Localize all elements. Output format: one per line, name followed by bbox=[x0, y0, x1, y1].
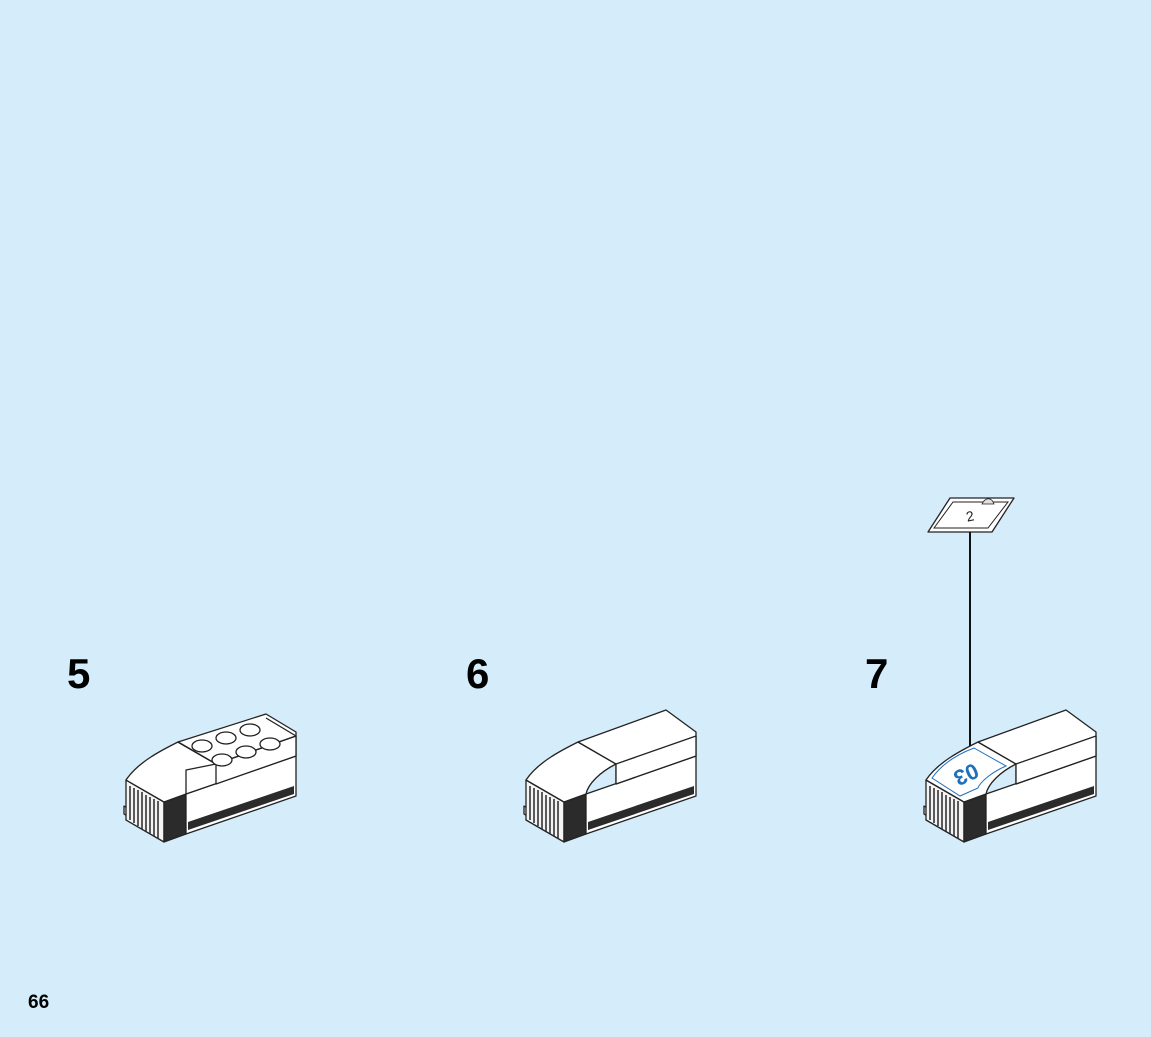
step-number-6: 6 bbox=[466, 650, 490, 697]
long-white-brick bbox=[577, 709, 697, 835]
front-grille-block bbox=[123, 741, 269, 843]
step-5-model bbox=[123, 713, 297, 843]
front-grille-block bbox=[523, 741, 669, 843]
sticker-callout: 2 bbox=[927, 497, 1015, 748]
step-number-5: 5 bbox=[67, 650, 91, 697]
step-6-model bbox=[523, 709, 697, 843]
long-white-brick bbox=[977, 709, 1097, 835]
number-sticker: 03 bbox=[931, 747, 1008, 797]
studs bbox=[191, 723, 281, 767]
step-number-7: 7 bbox=[865, 650, 889, 697]
step-7-model: 03 bbox=[923, 709, 1097, 843]
sticker-number: 2 bbox=[965, 507, 976, 524]
long-white-brick bbox=[177, 713, 297, 835]
page-number: 66 bbox=[28, 992, 50, 1013]
